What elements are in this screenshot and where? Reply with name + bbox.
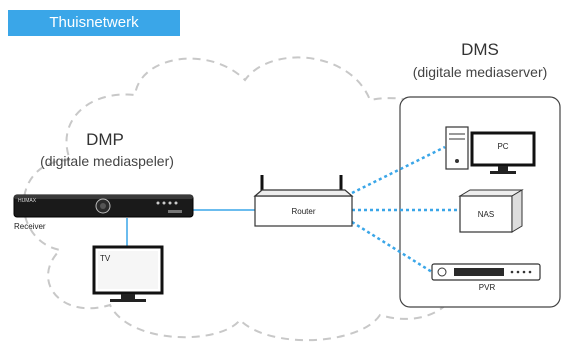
receiver-label: Receiver: [14, 222, 46, 231]
router-device: [253, 175, 354, 227]
tv-device: [92, 245, 164, 302]
router-pc-link: [351, 145, 446, 195]
router-label: Router: [291, 207, 316, 216]
pc-device: [445, 126, 536, 174]
dmp-subtitle: (digitale mediaspeler): [40, 153, 174, 169]
router-pvr-link: [351, 220, 433, 274]
pvr-label: PVR: [478, 283, 496, 292]
dms-subtitle: (digitale mediaserver): [412, 64, 548, 80]
receiver-brand: HUMAX: [18, 198, 37, 204]
pvr-device: [431, 263, 541, 281]
dms-title: DMS: [461, 40, 499, 59]
section-tag: Thuisnetwerk: [8, 10, 180, 36]
nas-device: [458, 189, 524, 233]
tv-label: TV: [100, 254, 111, 263]
network-cloud: [22, 56, 506, 342]
nas-label: NAS: [477, 210, 495, 219]
dmp-title: DMP: [86, 130, 124, 149]
receiver-device: [13, 194, 194, 218]
pc-label: PC: [497, 142, 509, 151]
